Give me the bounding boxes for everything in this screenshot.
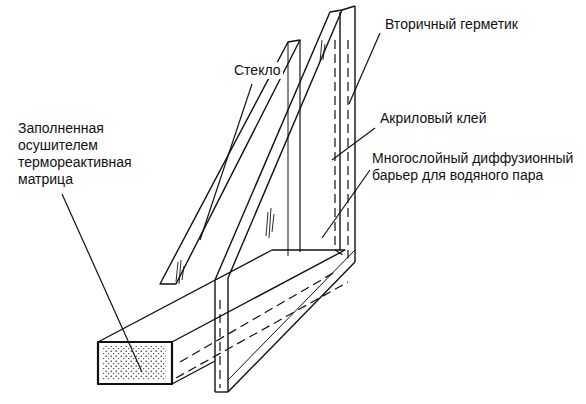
part-label: Стекло [232, 62, 283, 79]
desiccant-matrix [98, 342, 172, 384]
part-label: Акриловый клей [378, 110, 488, 127]
desiccant-fill [102, 346, 166, 380]
spacer-edge [172, 361, 215, 384]
part-label: Вторичный герметик [383, 16, 520, 33]
right-glass [215, 6, 355, 392]
part-label: Заполненная осушителем термореактивная м… [16, 120, 170, 188]
sealant-layers [176, 40, 348, 388]
glass-reflection [176, 40, 325, 284]
part-label: Многослойный диффузионный барьер для вод… [370, 150, 582, 184]
leader-lines [62, 33, 380, 372]
left-glass [160, 40, 300, 284]
